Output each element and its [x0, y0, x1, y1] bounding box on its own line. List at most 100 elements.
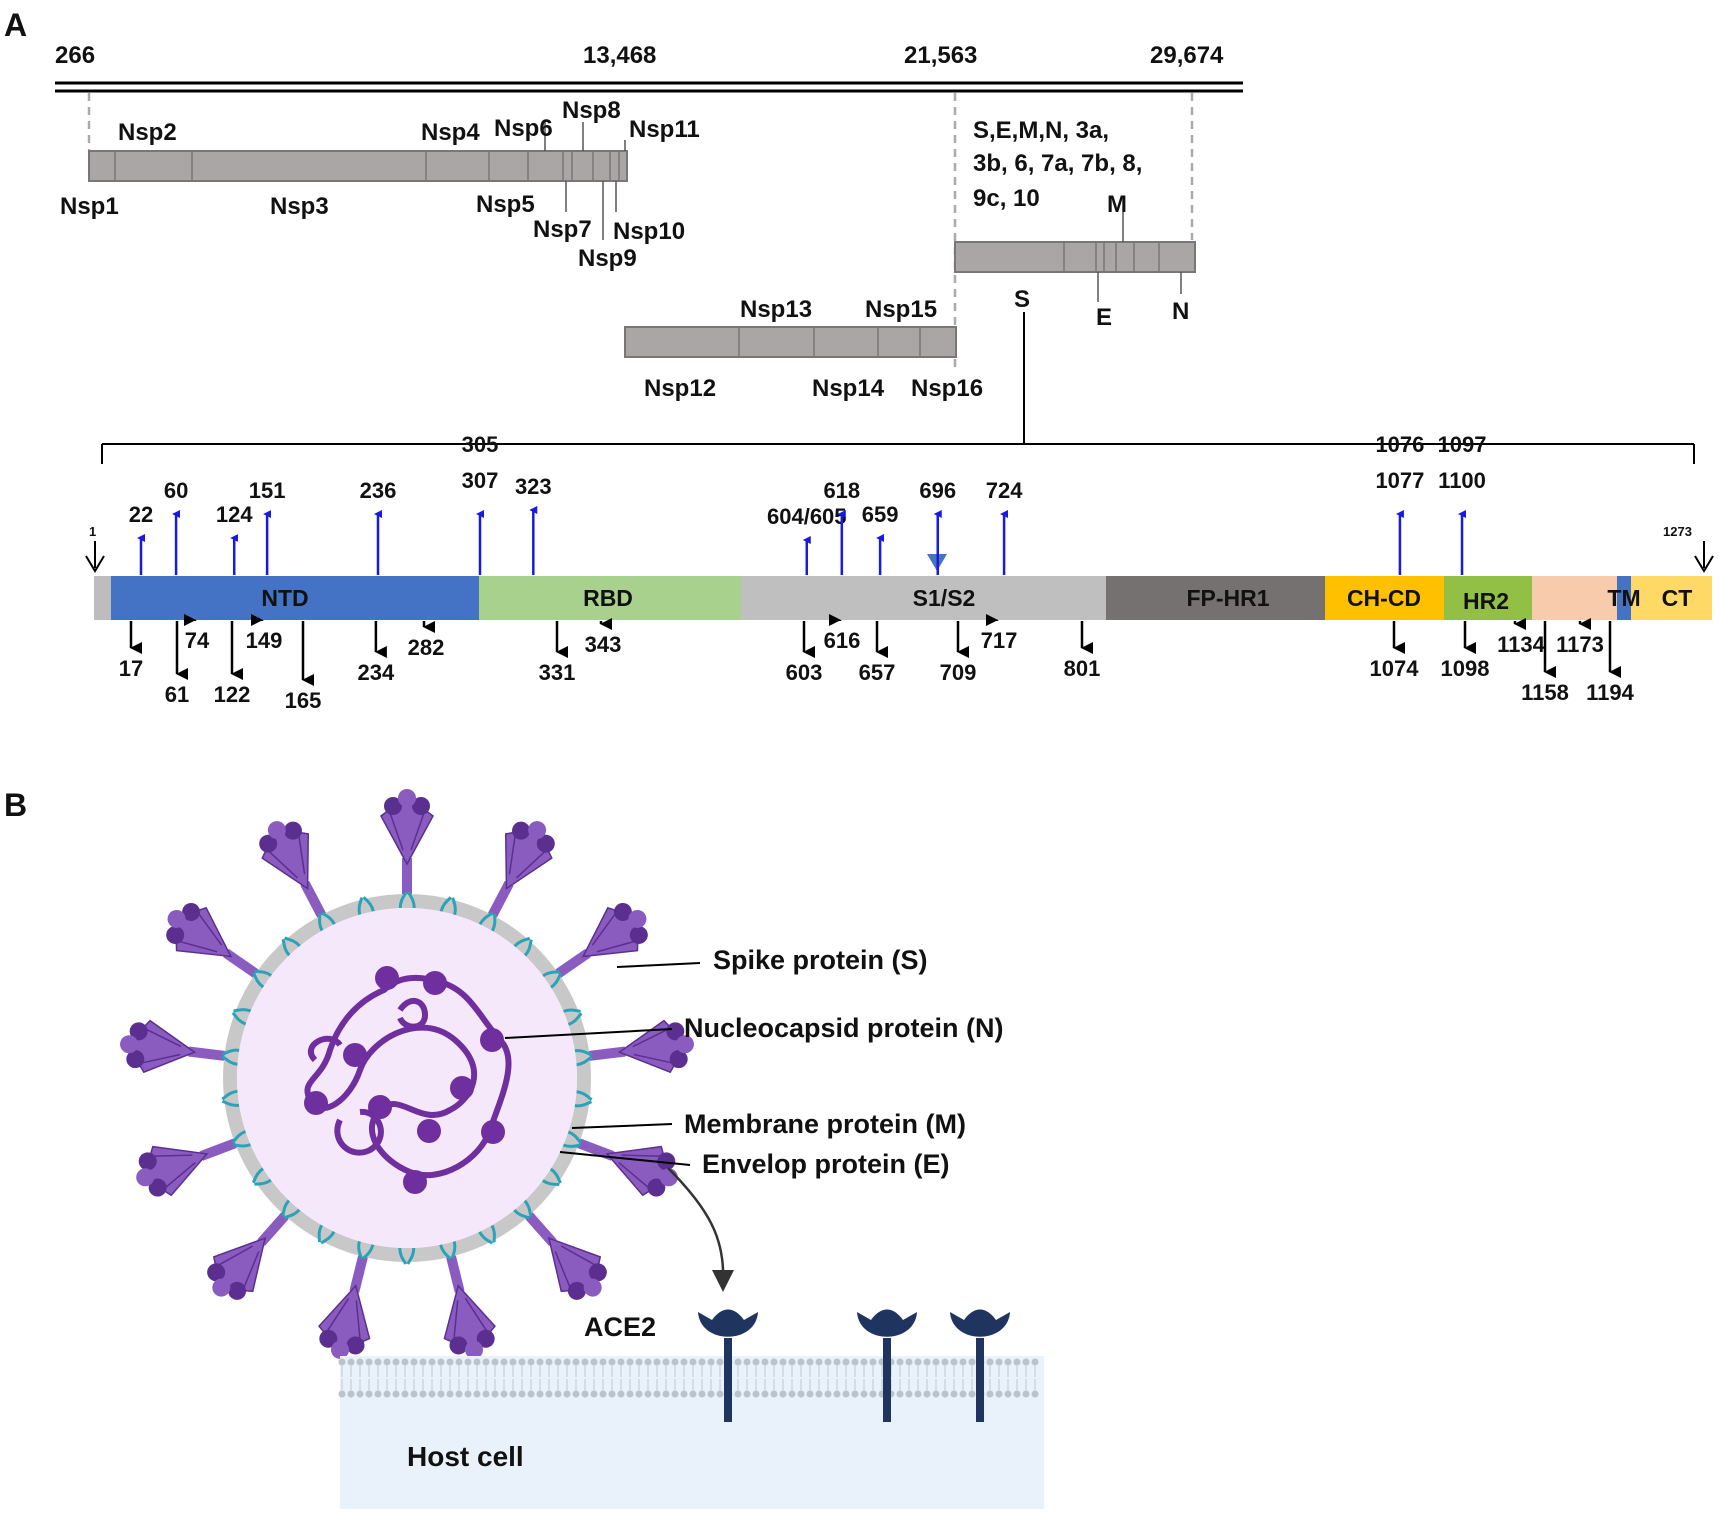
membrane-protein — [252, 969, 273, 989]
ace2-receptor — [950, 1309, 1010, 1422]
spike-glycoprotein — [380, 789, 434, 902]
ct-label: CT — [1662, 585, 1693, 611]
leader-membrane — [571, 1123, 673, 1129]
genome-pos-spike-start: 21,563 — [904, 42, 977, 69]
binding-arrow — [667, 1167, 725, 1283]
host-cell: Host cell — [338, 1356, 1044, 1509]
structural-genes-line-2: 3b, 6, 7a, 7b, 8, — [973, 150, 1142, 177]
membrane-protein-label: Membrane protein (M) — [684, 1109, 966, 1139]
rbd-label: RBD — [583, 585, 633, 611]
hr2-label: HR2 — [1463, 588, 1509, 614]
glyco-up-label: 604/605 — [767, 504, 847, 529]
spike-glycoprotein — [581, 1019, 694, 1074]
glyco-down-label: 717 — [981, 628, 1018, 653]
s-gene-label: S — [1014, 286, 1030, 313]
viral-envelope — [223, 894, 591, 1262]
spike-protein-label: Spike protein (S) — [713, 945, 928, 975]
spike-domain-fphr1 — [1106, 576, 1325, 620]
spike-bracket — [101, 312, 1695, 464]
glyco-down-label: 1074 — [1370, 656, 1420, 681]
glyco-up-label: 60 — [164, 478, 188, 503]
nsp12-label: Nsp12 — [644, 375, 716, 402]
membrane-protein — [251, 1167, 272, 1186]
membrane-protein — [398, 1247, 416, 1265]
spike-start-marker: 1 — [85, 524, 105, 573]
orf1a-bar — [88, 122, 628, 240]
s1s2-label: S1/S2 — [913, 585, 976, 611]
ace2-receptor — [698, 1309, 758, 1422]
membrane-protein — [574, 1049, 593, 1067]
ace2-receptor — [857, 1309, 917, 1422]
glyco-up-label: 22 — [129, 502, 153, 527]
glyco-down-label: 122 — [214, 682, 251, 707]
nsp4-label: Nsp4 — [421, 119, 480, 146]
genome-pos-orf1a-end: 13,468 — [583, 42, 656, 69]
glyco-up-label: 1076 — [1375, 432, 1424, 457]
spike-domain-bar — [94, 576, 1712, 620]
membrane-protein — [281, 1199, 301, 1220]
membrane-protein — [317, 1224, 336, 1245]
glyco-up-label: 696 — [919, 478, 956, 503]
spike-glycoprotein — [120, 1019, 233, 1074]
membrane-protein — [574, 1090, 593, 1108]
nucleocapsid-protein-label: Nucleocapsid protein (N) — [684, 1013, 1004, 1043]
n-gene-label: N — [1172, 298, 1189, 325]
nsp10-label: Nsp10 — [613, 218, 685, 245]
ace2-receptors — [698, 1309, 1010, 1422]
membrane-protein — [318, 911, 336, 932]
fphr1-label: FP-HR1 — [1186, 585, 1269, 611]
glyco-up-label: 124 — [216, 502, 253, 527]
panel-a-label: A — [4, 7, 27, 43]
structural-genes-line-3: 9c, 10 — [973, 185, 1040, 212]
membrane-protein — [513, 1199, 533, 1220]
spike-pre-region — [94, 576, 111, 620]
leader-nucleocapsid — [504, 1028, 673, 1039]
host-cell-body — [340, 1356, 1044, 1509]
nsp15-label: Nsp15 — [865, 296, 937, 323]
glyco-down-label: 603 — [786, 660, 823, 685]
panel-b-label: B — [4, 787, 27, 823]
nsp13-label: Nsp13 — [740, 296, 812, 323]
envelope-protein-label: Envelop protein (E) — [702, 1149, 950, 1179]
membrane-protein — [231, 1130, 251, 1148]
glyco-up-label: 618 — [823, 478, 860, 503]
genome-pos-end: 29,674 — [1150, 42, 1224, 69]
glyco-up-label: 1100 — [1438, 468, 1486, 493]
spike-glycoprotein — [549, 902, 648, 983]
nucleocapsid-rna — [304, 966, 512, 1194]
spike-end-label: 1273 — [1663, 524, 1692, 539]
spike-domain-s1s2 — [741, 576, 1106, 620]
glyco-down-label: 1173 — [1556, 632, 1604, 657]
host-cell-label: Host cell — [407, 1441, 524, 1472]
membrane-protein — [221, 1089, 240, 1107]
glyco-down-label: 282 — [408, 635, 445, 660]
spike-domain-rbd — [479, 576, 741, 620]
nsp9-label: Nsp9 — [578, 245, 637, 272]
structural-bar — [954, 212, 1196, 302]
spike-domain-ct — [1631, 576, 1712, 620]
spike-domain-ntd — [111, 576, 479, 620]
membrane-protein — [542, 970, 563, 989]
membrane-protein — [221, 1048, 240, 1066]
chcd-label: CH-CD — [1347, 585, 1421, 611]
membrane-protein — [562, 1130, 583, 1148]
membrane-protein-ring — [221, 891, 593, 1265]
nsp2-label: Nsp2 — [118, 119, 177, 146]
tm-label: TM — [1607, 585, 1640, 611]
membrane-protein — [231, 1008, 252, 1026]
glyco-down-label: 1134 — [1497, 632, 1545, 657]
glyco-down-label: 149 — [246, 628, 283, 653]
nsp5-label: Nsp5 — [476, 191, 535, 218]
glyco-down-label: 616 — [824, 628, 861, 653]
glyco-down-label: 234 — [358, 660, 395, 685]
glyco-down-label: 657 — [859, 660, 896, 685]
glyco-up-label: 307 — [462, 468, 499, 493]
spike-domain-hr2 — [1444, 576, 1532, 620]
membrane-protein — [478, 1224, 496, 1245]
spike-tm-region — [1532, 576, 1617, 620]
virion-illustration — [120, 789, 694, 1359]
ntd-label: NTD — [261, 585, 308, 611]
nsp7-label: Nsp7 — [533, 216, 592, 243]
